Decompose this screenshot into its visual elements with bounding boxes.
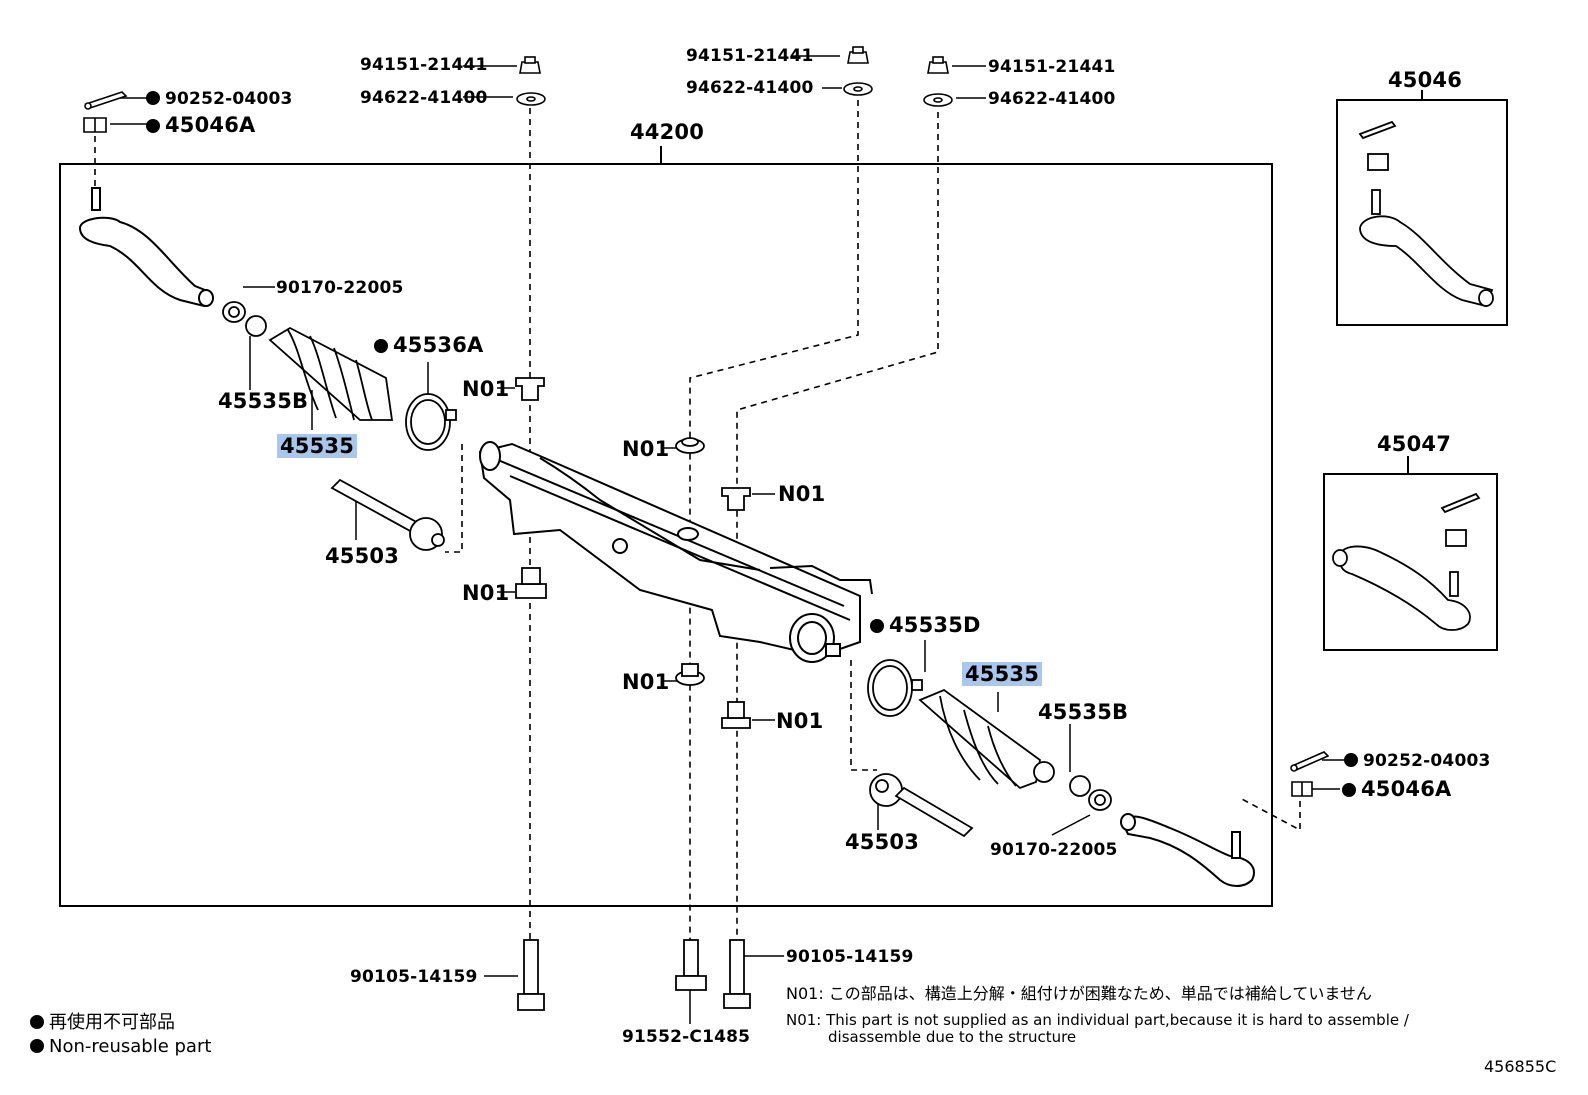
- label-n01-3: N01: [778, 482, 826, 506]
- non-reusable-dot-icon: [1342, 783, 1356, 797]
- label-90105-14159-left: 90105-14159: [350, 967, 478, 987]
- label-n01-5: N01: [622, 670, 670, 694]
- label-45503-left: 45503: [325, 544, 400, 568]
- tie-rod-end-left-art: [78, 187, 214, 308]
- non-reusable-dot-icon: [374, 339, 388, 353]
- label-45535-right-highlighted[interactable]: 45535: [962, 662, 1043, 686]
- label-45046: 45046: [1388, 68, 1463, 92]
- legend-dot-icon: [30, 1015, 44, 1029]
- label-44200: 44200: [630, 120, 705, 144]
- legend-dot-icon: [30, 1039, 44, 1053]
- label-94622-41400-a: 94622-41400: [360, 88, 488, 108]
- label-91552-C1485: 91552-C1485: [622, 1027, 751, 1047]
- non-reusable-dot-icon: [146, 119, 160, 133]
- legend-english: Non-reusable part: [30, 1036, 211, 1058]
- nut-washer-icons: [516, 46, 953, 107]
- legend-japanese: 再使用不可部品: [30, 1012, 175, 1034]
- inner-tie-rod-right-art: [869, 773, 974, 838]
- label-45046A-left: 45046A: [146, 113, 256, 137]
- label-45046A-right: 45046A: [1342, 777, 1452, 801]
- label-45535D: 45535D: [870, 613, 981, 637]
- label-90252-04003-left: 90252-04003: [146, 89, 293, 109]
- label-45535-left-highlighted[interactable]: 45535: [277, 434, 358, 458]
- label-90170-22005-left: 90170-22005: [276, 278, 404, 298]
- figure-id: 456855C: [1484, 1057, 1557, 1076]
- inset-frame-45047: [1323, 473, 1498, 651]
- label-n01-2: N01: [622, 437, 670, 461]
- tie-rod-end-right-art: [1120, 813, 1255, 887]
- label-45503-right: 45503: [845, 830, 920, 854]
- label-n01-6: N01: [776, 709, 824, 733]
- label-94151-21441-a: 94151-21441: [360, 55, 488, 75]
- label-45535B-left: 45535B: [218, 389, 309, 413]
- non-reusable-dot-icon: [870, 619, 884, 633]
- label-n01-1: N01: [462, 377, 510, 401]
- note-n01-japanese: N01: この部品は、構造上分解・組付けが困難なため、単品では補給していません: [786, 984, 1372, 1003]
- bolt-icons: [517, 939, 751, 1011]
- assembly-frame-44200: [59, 163, 1273, 907]
- note-n01-english: N01: This part is not supplied as an ind…: [786, 1011, 1409, 1029]
- label-45047: 45047: [1377, 432, 1452, 456]
- label-45535B-right: 45535B: [1038, 700, 1129, 724]
- label-n01-4: N01: [462, 581, 510, 605]
- label-94151-21441-c: 94151-21441: [988, 57, 1116, 77]
- rack-housing-art: [478, 441, 873, 663]
- note-n01-english-cont: disassemble due to the structure: [828, 1028, 1077, 1046]
- label-90252-04003-right: 90252-04003: [1344, 751, 1491, 771]
- label-90105-14159-right: 90105-14159: [786, 947, 914, 967]
- label-94622-41400-c: 94622-41400: [988, 89, 1116, 109]
- label-45536A: 45536A: [374, 333, 484, 357]
- non-reusable-dot-icon: [146, 91, 160, 105]
- inner-tie-rod-left-art: [330, 478, 445, 551]
- label-94622-41400-b: 94622-41400: [686, 78, 814, 98]
- label-90170-22005-right: 90170-22005: [990, 840, 1118, 860]
- bushing-icons: [515, 377, 751, 729]
- label-94151-21441-b: 94151-21441: [686, 46, 814, 66]
- non-reusable-dot-icon: [1344, 753, 1358, 767]
